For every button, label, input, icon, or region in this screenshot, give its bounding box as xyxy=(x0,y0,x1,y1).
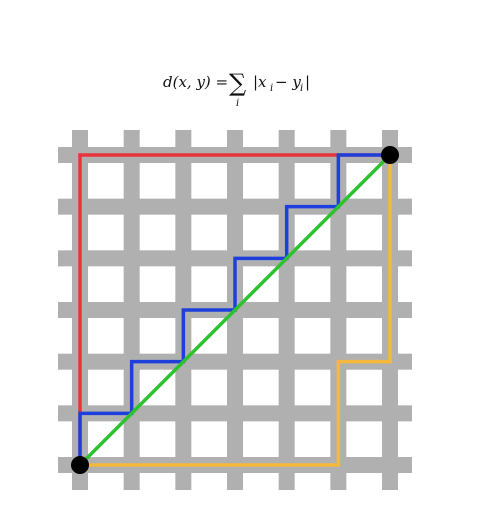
formula-sum-symbol: ∑ xyxy=(229,69,246,97)
grid-street-horizontal-4 xyxy=(58,353,413,370)
start-point xyxy=(71,456,89,475)
formula-close: | xyxy=(305,73,310,91)
route-paths xyxy=(78,153,392,467)
grid-street-horizontal-1 xyxy=(58,198,413,215)
formula-sum-index: i xyxy=(236,98,239,109)
formula-subscript-2: i xyxy=(300,83,303,94)
yellow-path xyxy=(80,155,392,467)
red-path xyxy=(78,153,391,466)
formula-subscript-1: i xyxy=(270,83,273,94)
endpoints xyxy=(71,146,400,475)
end-point xyxy=(381,146,400,164)
manhattan-distance-formula: d(x, y) = ∑ i |x i − y i | xyxy=(163,69,310,109)
taxicab-grid-diagram xyxy=(58,130,413,491)
formula-rhs: |x xyxy=(253,73,267,91)
grid-street-horizontal-5 xyxy=(58,405,413,422)
green-path xyxy=(78,153,392,467)
formula-lhs: d(x, y) = xyxy=(163,73,228,91)
formula-minus: − y xyxy=(275,73,301,91)
